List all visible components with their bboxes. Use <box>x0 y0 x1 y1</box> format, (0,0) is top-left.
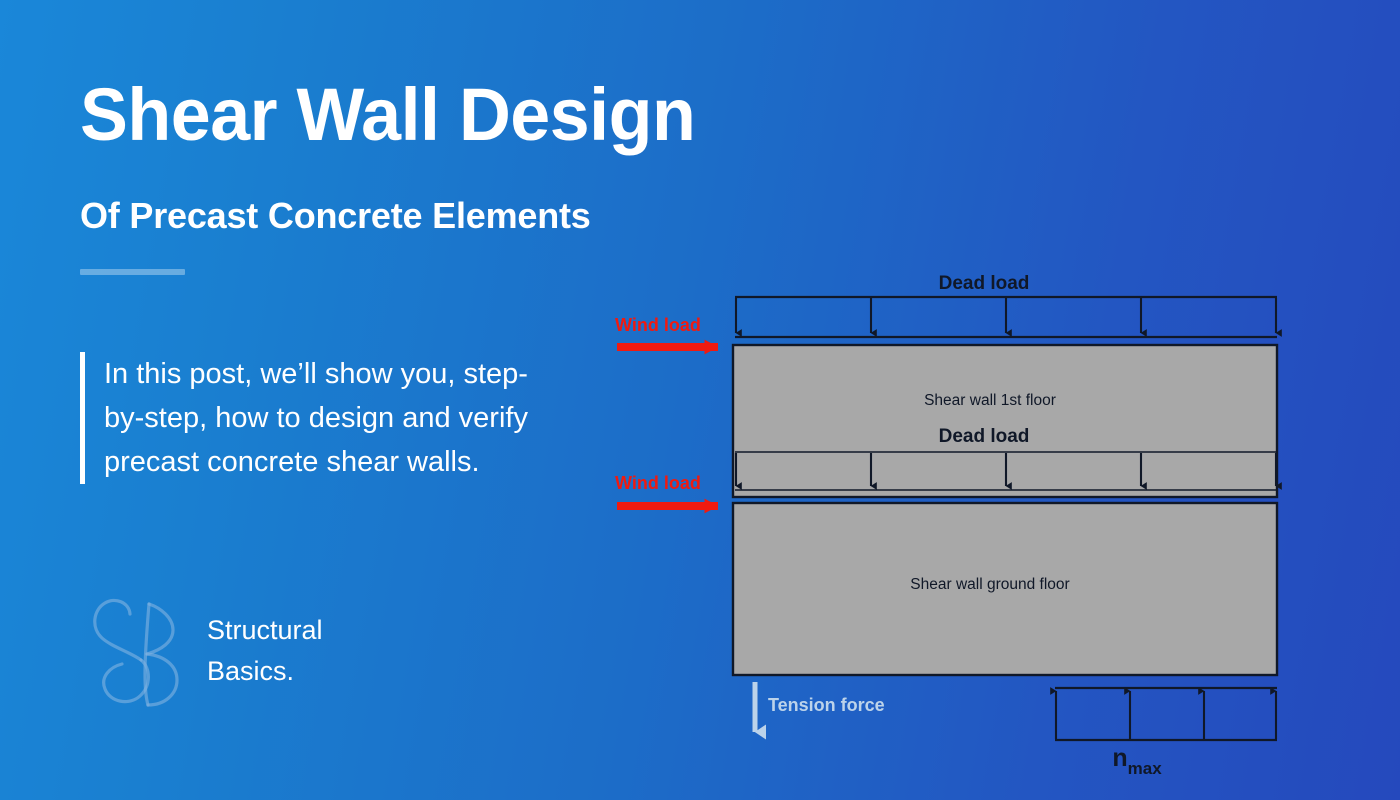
sb-monogram-icon <box>93 598 179 707</box>
wall-ground-floor-body <box>731 501 1279 677</box>
n-max-label: nmax <box>1112 744 1162 778</box>
shear-wall-ground-floor: Shear wall ground floor <box>731 501 1279 677</box>
dead-load-band-top: Dead load <box>734 273 1282 339</box>
brand-name: Structural Basics. <box>207 615 323 686</box>
dead-load-top-label: Dead load <box>939 273 1030 294</box>
tension-force: Tension force <box>752 682 885 740</box>
dead-load-top-arrows <box>734 298 1282 337</box>
title-divider <box>80 269 185 275</box>
intro-accent-bar <box>80 352 85 484</box>
intro-block: In this post, we’ll show you, step-by-st… <box>80 352 534 484</box>
wind-load-top: Wind load <box>615 315 719 355</box>
wind-load-mid-label: Wind load <box>615 473 701 493</box>
tension-force-label: Tension force <box>768 695 885 715</box>
dead-load-band-mid: Dead load <box>734 426 1282 491</box>
text-column: Shear Wall Design Of Precast Concrete El… <box>0 0 696 800</box>
page-subtitle: Of Precast Concrete Elements <box>80 195 591 236</box>
wall-1st-floor-label: Shear wall 1st floor <box>924 392 1056 409</box>
page-title: Shear Wall Design <box>80 73 696 156</box>
intro-paragraph: In this post, we’ll show you, step-by-st… <box>104 358 528 478</box>
dead-load-mid-arrows <box>734 453 1282 490</box>
diagram-svg: Dead load Wind load <box>615 273 1282 778</box>
n-max-subscript: max <box>1128 759 1163 778</box>
wind-load-mid: Wind load <box>615 473 719 514</box>
dead-load-mid-label: Dead load <box>939 426 1030 447</box>
n-max-reaction: nmax <box>1050 686 1278 778</box>
n-max-arrows <box>1050 687 1278 739</box>
n-max-base: n <box>1112 744 1127 772</box>
shear-wall-diagram: Dead load Wind load <box>590 255 1350 785</box>
wind-load-top-label: Wind load <box>615 315 701 335</box>
brand-logo: Structural Basics. <box>85 588 323 714</box>
wall-ground-floor-label: Shear wall ground floor <box>910 576 1069 593</box>
